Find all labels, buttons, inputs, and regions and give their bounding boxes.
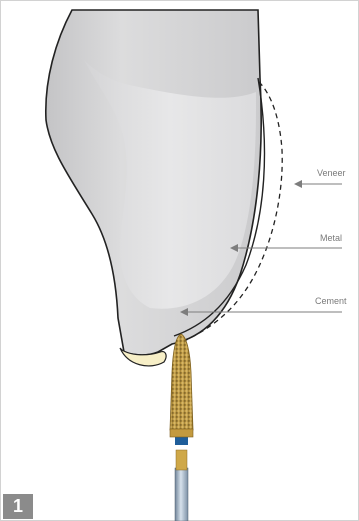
bur-shaft (175, 468, 188, 521)
label-cement: Cement (315, 296, 347, 306)
bur-collar (170, 429, 193, 437)
left-arrow-icon (294, 180, 342, 188)
label-metal: Metal (320, 233, 342, 243)
bur-neck (176, 450, 187, 470)
diamond-bur-head (170, 334, 193, 430)
bur-color-band (175, 437, 188, 445)
label-veneer: Veneer (317, 168, 346, 178)
figure-number-badge: 1 (3, 494, 33, 519)
